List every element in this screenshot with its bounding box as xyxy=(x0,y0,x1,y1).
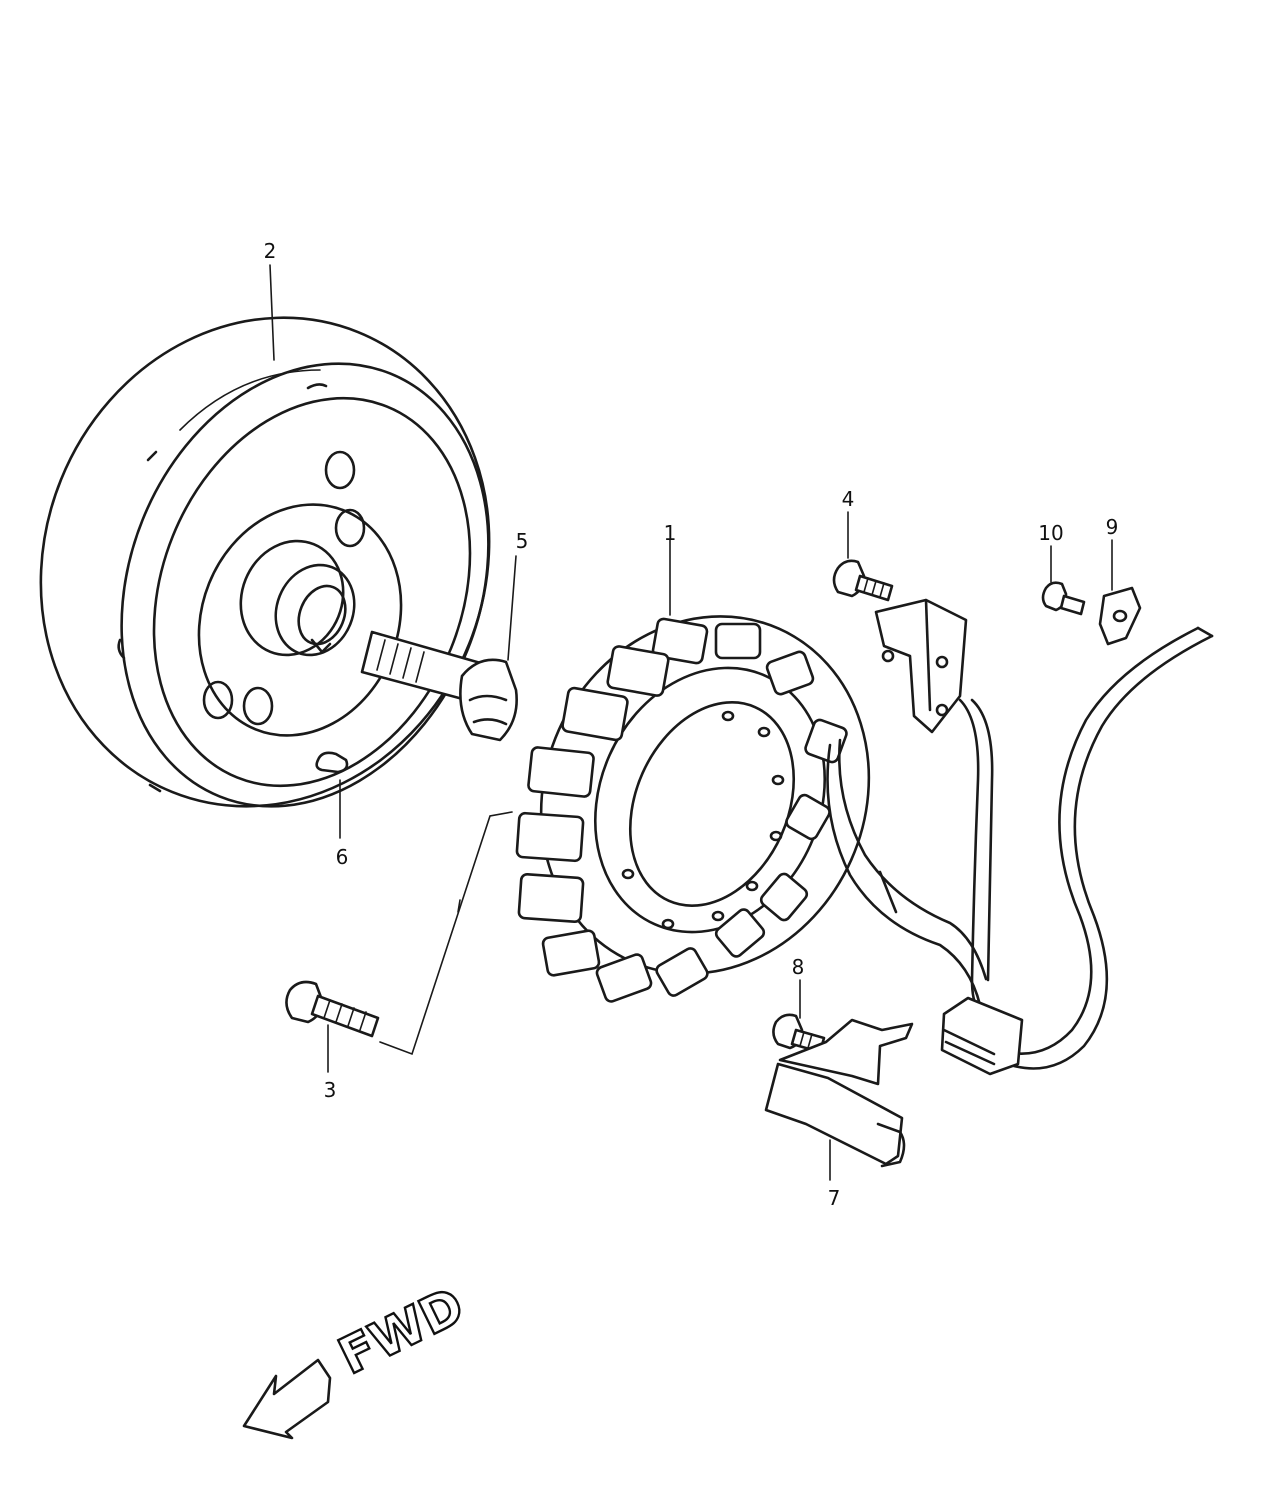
callout-3: 3 xyxy=(324,1078,337,1102)
callout-4: 4 xyxy=(842,487,855,511)
callout-7: 7 xyxy=(828,1186,841,1210)
callout-9: 9 xyxy=(1106,515,1119,539)
leader-tick xyxy=(457,899,461,913)
clamp-screw xyxy=(1041,581,1086,616)
forward-direction-indicator: FWD xyxy=(242,1275,474,1440)
lead-wire xyxy=(940,626,1214,1076)
callout-2: 2 xyxy=(264,239,277,263)
wire-clamp xyxy=(1098,586,1142,646)
leader-5 xyxy=(507,555,517,661)
rotor-bolt xyxy=(360,630,518,742)
callout-8: 8 xyxy=(792,955,805,979)
woodruff-key xyxy=(315,751,349,774)
forward-label: FWD xyxy=(330,1276,473,1385)
callout-5: 5 xyxy=(516,529,529,553)
flywheel-rotor xyxy=(39,316,491,808)
leader-lines xyxy=(269,264,1113,1181)
wire-guide xyxy=(764,1018,914,1168)
callout-10: 10 xyxy=(1038,521,1063,545)
forward-arrow-icon xyxy=(242,1358,332,1440)
stator-coil xyxy=(515,615,988,1007)
pickup-bolt xyxy=(832,559,894,602)
leader-3-stator xyxy=(379,811,513,1056)
stator-bolt xyxy=(285,980,380,1038)
leader-2 xyxy=(269,264,275,361)
callout-numbers: 2 5 6 1 4 10 9 3 8 7 xyxy=(264,239,1119,1210)
callout-6: 6 xyxy=(336,845,349,869)
callout-1: 1 xyxy=(664,521,677,545)
pickup-coil xyxy=(874,598,994,1012)
